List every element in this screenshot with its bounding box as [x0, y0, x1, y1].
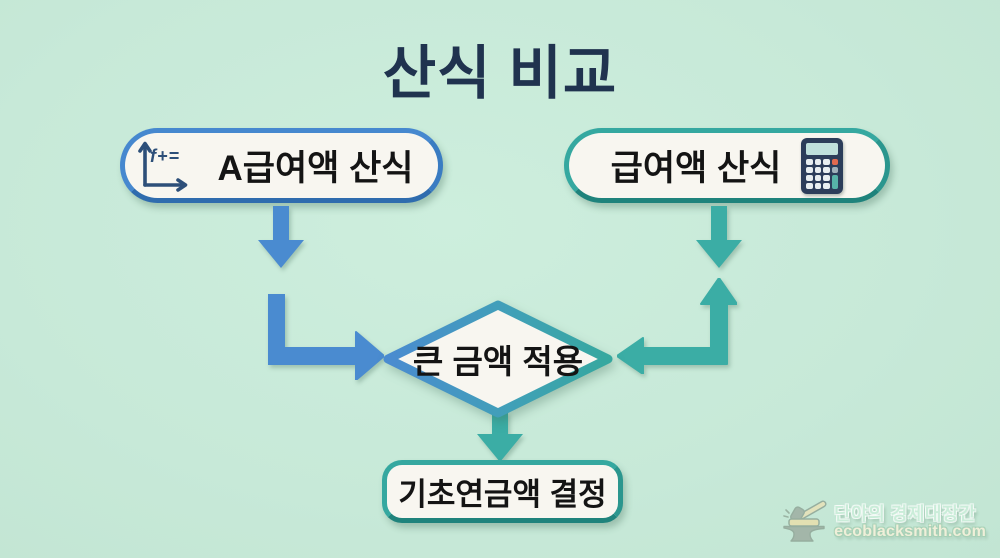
arrow-right-elbow-into-decision — [617, 278, 737, 374]
arrow-left-down — [258, 206, 304, 268]
arrow-right-down — [696, 206, 742, 268]
watermark-brand: 단야의 경제대장간 — [834, 504, 977, 525]
node-formula-a: f+= A급여액 산식 — [120, 128, 443, 203]
watermark: 단야의 경제대장간 ecoblacksmith.com — [779, 500, 986, 546]
calculator-icon — [801, 137, 844, 194]
node-result-label: 기초연금액 결정 — [398, 477, 607, 512]
arrow-decision-to-result — [477, 412, 523, 462]
watermark-url: ecoblacksmith.com — [834, 523, 986, 541]
node-decision-label: 큰 금액 적용 — [412, 343, 584, 380]
node-formula-b-label: 급여액 산식 — [610, 149, 782, 188]
node-result: 기초연금액 결정 — [382, 460, 623, 523]
anvil-hammer-icon — [783, 500, 827, 542]
node-decision-shape — [383, 300, 613, 418]
function-graph-icon-text: f+= — [150, 145, 181, 166]
function-graph-icon: f+= — [137, 139, 195, 193]
node-formula-b: 급여액 산식 — [564, 128, 890, 203]
node-formula-a-label: A급여액 산식 — [217, 149, 414, 188]
arrow-left-elbow-into-decision — [268, 294, 384, 380]
page-title: 산식 비교 — [382, 41, 618, 106]
